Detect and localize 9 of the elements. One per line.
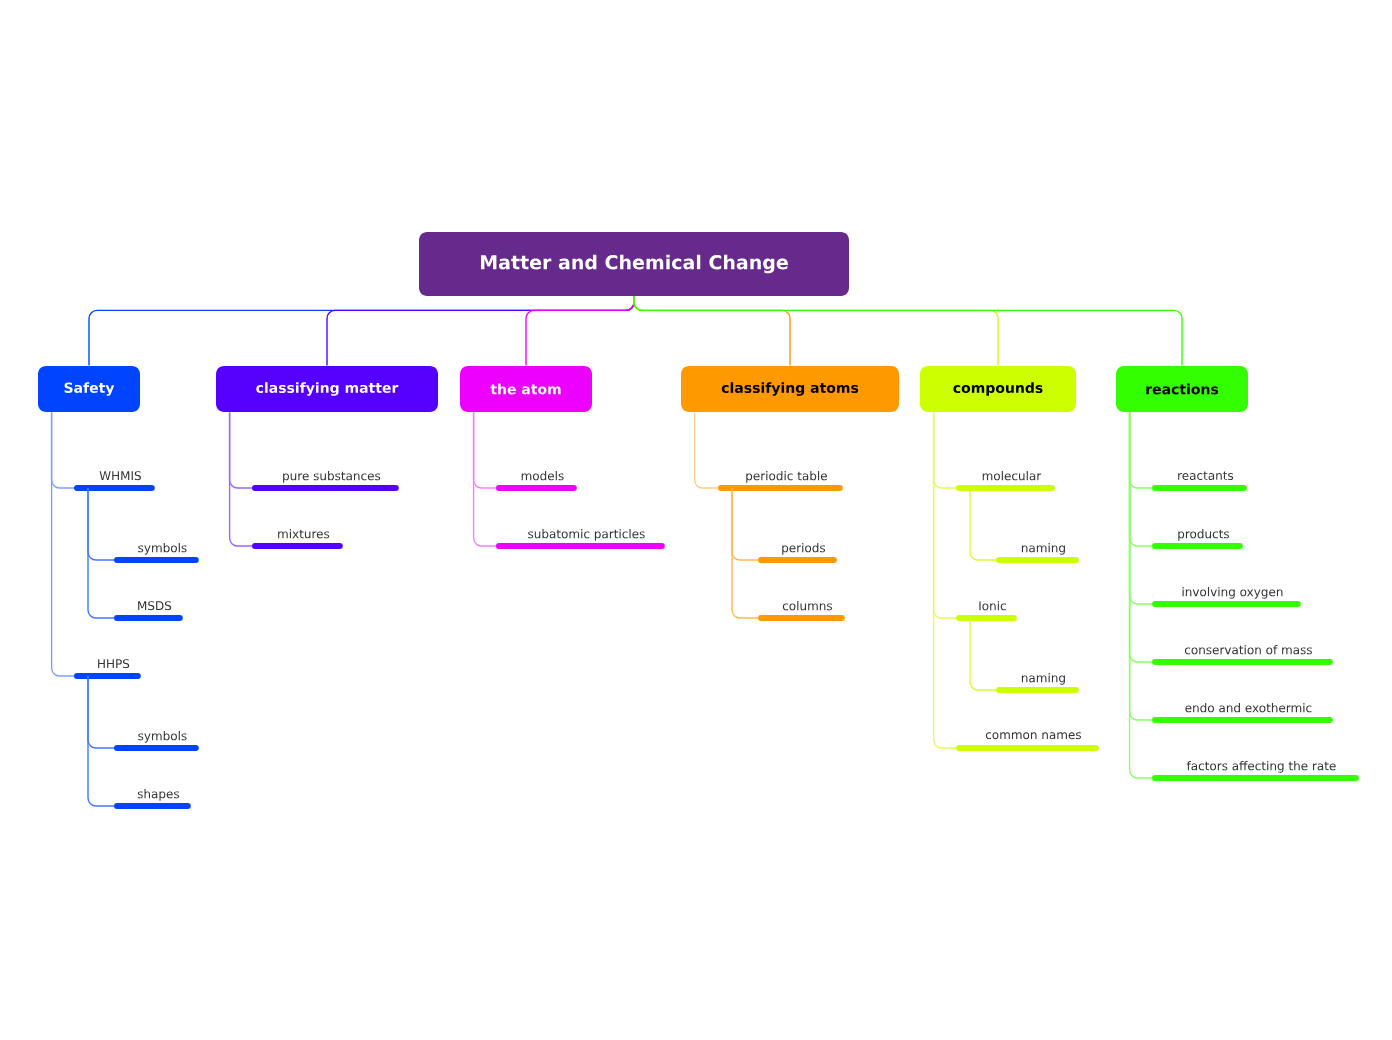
title-box: Matter and Chemical Change (419, 232, 849, 296)
connector (633, 295, 1183, 367)
connector (969, 487, 997, 561)
connector (87, 675, 115, 807)
connector (969, 617, 997, 691)
connector (87, 487, 115, 619)
connector (731, 487, 759, 619)
connector (50, 411, 75, 677)
connector (693, 411, 719, 489)
